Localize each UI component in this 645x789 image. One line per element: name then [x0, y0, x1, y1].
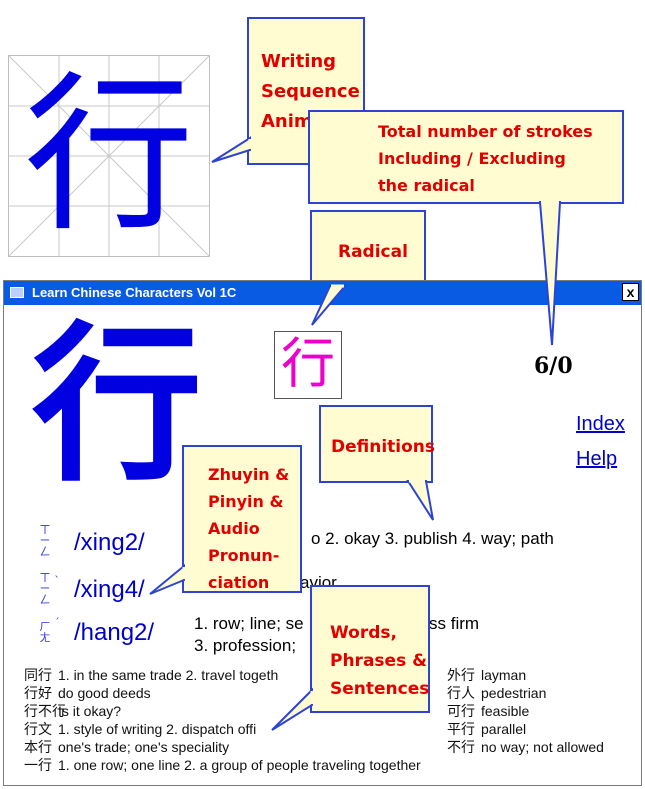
index-link[interactable]: Index	[576, 413, 625, 435]
word-definition: do good deeds	[58, 685, 151, 701]
callout-line: Zhuyin &	[208, 465, 290, 484]
help-link[interactable]: Help	[576, 448, 618, 470]
word-entry[interactable]: 一行 1. one row; one line 2. a group of peo…	[24, 755, 421, 775]
definition-line-3c: 3. profession;	[194, 636, 297, 655]
zhuyin-symbol: ㄧ	[39, 582, 51, 595]
word-entry[interactable]: 行文 1. style of writing 2. dispatch offi	[24, 719, 256, 739]
word-definition: pedestrian	[481, 685, 547, 701]
close-button[interactable]: x	[622, 283, 639, 301]
tone-mark: ˊ	[54, 616, 60, 629]
word-definition: feasible	[481, 703, 530, 719]
word-chinese: 行不行	[24, 703, 66, 719]
word-definition: 1. one row; one line 2. a group of peopl…	[58, 757, 421, 773]
callout-line: Phrases &	[330, 651, 427, 671]
zhuyin-symbol: ㄒ	[39, 523, 51, 536]
word-definition: parallel	[481, 721, 527, 737]
title-bar[interactable]: Learn Chinese Characters Vol 1C x	[4, 281, 641, 305]
word-entry[interactable]: 行好 do good deeds	[24, 683, 151, 703]
word-entry[interactable]: 行人 pedestrian	[447, 683, 546, 703]
pinyin-reading-1[interactable]: /xing2/	[74, 529, 145, 556]
word-definition: layman	[481, 667, 527, 683]
callout-line: Pronun-	[208, 546, 280, 565]
word-entry[interactable]: 行不行Is it okay?	[24, 701, 121, 721]
stroke-count: 6/0	[534, 353, 573, 379]
callout-line: Sequence	[261, 81, 360, 102]
animated-character: 行	[23, 57, 194, 255]
word-chinese: 外行	[447, 667, 475, 683]
zhuyin-symbol: ㄥ	[39, 593, 51, 606]
callout-line: Including / Excluding	[378, 149, 566, 168]
word-chinese: 行文	[24, 721, 52, 737]
zhuyin-symbol: ㄤ	[39, 631, 51, 644]
word-entry[interactable]: 可行 feasible	[447, 701, 529, 721]
callout-line: Sentences	[330, 679, 430, 699]
callout-line: ciation	[208, 573, 270, 592]
zhuyin-symbol: ㄥ	[39, 545, 51, 558]
guide-grid	[9, 56, 209, 256]
word-chinese: 本行	[24, 739, 52, 755]
word-entry[interactable]: 平行 parallel	[447, 719, 526, 739]
radical-character[interactable]: 行	[274, 331, 342, 399]
callout-line: Writing	[261, 51, 337, 72]
word-definition: Is it okay?	[58, 703, 122, 719]
callout-stroke-count: Total number of strokes Including / Excl…	[308, 110, 624, 204]
pinyin-reading-3[interactable]: /hang2/	[74, 619, 155, 646]
callout-line: Definitions	[331, 437, 436, 457]
zhuyin-reading-3[interactable]: ㄏ ㄤ	[38, 621, 52, 643]
word-entry[interactable]: 外行 layman	[447, 665, 526, 685]
word-chinese: 同行	[24, 667, 52, 683]
zhuyin-symbol: ㄧ	[39, 534, 51, 547]
main-character: 行	[32, 307, 203, 505]
zhuyin-reading-1[interactable]: ㄒ ㄧ ㄥ	[38, 524, 52, 557]
callout-line: Radical	[338, 242, 408, 262]
zhuyin-symbol: ㄒ	[39, 571, 51, 584]
zhuyin-reading-2[interactable]: ㄒ ㄧ ㄥ	[38, 572, 52, 605]
word-chinese: 不行	[447, 739, 475, 755]
word-definition: 1. style of writing 2. dispatch offi	[58, 721, 257, 737]
callout-words-phrases: Words, Phrases & Sentences	[310, 585, 430, 713]
word-chinese: 一行	[24, 757, 52, 773]
callout-line: Total number of strokes	[378, 122, 593, 141]
tone-mark: ˋ	[54, 574, 60, 587]
definition-line-1: o 2. okay 3. publish 4. way; path	[311, 529, 554, 548]
word-entry[interactable]: 不行 no way; not allowed	[447, 737, 604, 757]
word-entry[interactable]: 本行 one's trade; one's speciality	[24, 737, 229, 757]
word-chinese: 行人	[447, 685, 475, 701]
callout-radical: Radical	[310, 210, 426, 288]
stroke-animation-preview[interactable]: 行	[8, 55, 210, 257]
definition-line-3b: ss firm	[429, 614, 480, 633]
word-definition: one's trade; one's speciality	[58, 739, 230, 755]
callout-line: Words,	[330, 623, 397, 643]
callout-zhuyin-pinyin: Zhuyin & Pinyin & Audio Pronun- ciation	[182, 445, 302, 593]
pinyin-reading-2[interactable]: /xing4/	[74, 576, 145, 603]
word-definition: 1. in the same trade 2. travel togeth	[58, 667, 279, 683]
callout-definitions: Definitions	[319, 405, 436, 483]
definition-line-3a: 1. row; line; se	[194, 614, 304, 633]
word-entry[interactable]: 同行 1. in the same trade 2. travel togeth	[24, 665, 278, 685]
callout-line: Pinyin &	[208, 492, 284, 511]
pointer-writing	[211, 136, 251, 163]
zhuyin-symbol: ㄏ	[39, 620, 51, 633]
callout-line: the radical	[378, 176, 475, 195]
word-definition: no way; not allowed	[481, 739, 604, 755]
word-chinese: 行好	[24, 685, 52, 701]
word-chinese: 可行	[447, 703, 475, 719]
callout-line: Audio	[208, 519, 260, 538]
window-title: Learn Chinese Characters Vol 1C	[32, 285, 237, 300]
window-icon	[10, 287, 24, 298]
word-chinese: 平行	[447, 721, 475, 737]
